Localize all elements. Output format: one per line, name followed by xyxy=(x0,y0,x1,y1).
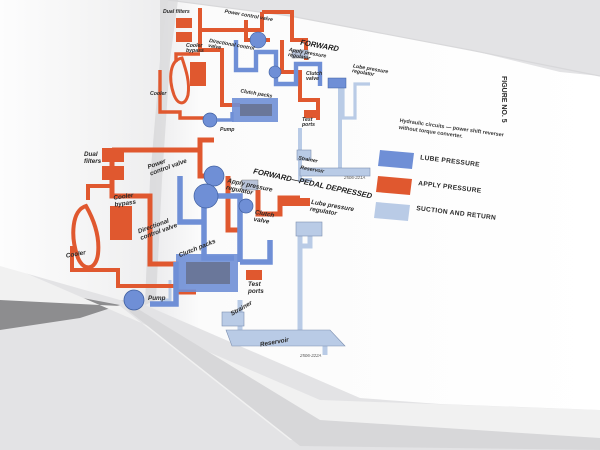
bottom-strainer-shape xyxy=(221,311,245,327)
top-hydraulic-diagram xyxy=(158,8,371,182)
legend-swatch-apply xyxy=(376,176,412,195)
top-cooler-bypass-shape xyxy=(190,62,206,86)
top-label-cooler-bypass: Cooler bypass xyxy=(186,43,204,55)
top-reservoir-shape xyxy=(299,167,371,177)
legend-swatch-suction xyxy=(374,202,410,221)
bottom-directional-valve-shape xyxy=(193,183,219,209)
top-dual-filters-shape xyxy=(176,18,192,28)
top-strainer-shape xyxy=(296,149,312,161)
legend-swatches xyxy=(374,150,414,221)
top-test-ports-shape xyxy=(304,110,316,118)
bottom-pump-shape xyxy=(123,289,145,311)
bottom-label-dual-filters: Dual filters xyxy=(84,151,102,165)
top-label-dual-filters: Dual filters xyxy=(163,9,190,15)
bottom-hydraulic-diagram xyxy=(70,137,346,355)
top-directional-valve-shape xyxy=(249,31,267,49)
bottom-cooler-bypass-shape xyxy=(110,206,132,240)
top-label-clutch-valve: Clutch valve xyxy=(306,71,323,83)
bottom-label-pump: Pump xyxy=(148,295,166,302)
bottom-clutch-valve-shape xyxy=(238,198,254,214)
bottom-lube-regulator-shape xyxy=(295,221,323,237)
bottom-label-test-ports: Test ports xyxy=(248,281,264,295)
top-label-cooler: Cooler xyxy=(150,91,167,97)
top-pump-shape xyxy=(202,112,218,128)
top-cooler-shape xyxy=(169,56,190,105)
bottom-test-ports-shape xyxy=(246,270,262,280)
top-label-pump: Pump xyxy=(220,127,235,133)
top-diagram-code: 2506-221A xyxy=(344,175,366,180)
bottom-cooler-shape xyxy=(71,203,101,270)
bottom-dual-filters-shape xyxy=(102,148,124,162)
bottom-reservoir-shape xyxy=(225,329,346,347)
legend-swatch-lube xyxy=(378,150,414,169)
figure-label: FIGURE NO. 5 xyxy=(500,76,507,123)
bottom-diagram-code: 2506-222A xyxy=(300,353,322,358)
top-lube-regulator-shape xyxy=(327,77,347,89)
top-label-test-ports: Test ports xyxy=(302,117,315,129)
